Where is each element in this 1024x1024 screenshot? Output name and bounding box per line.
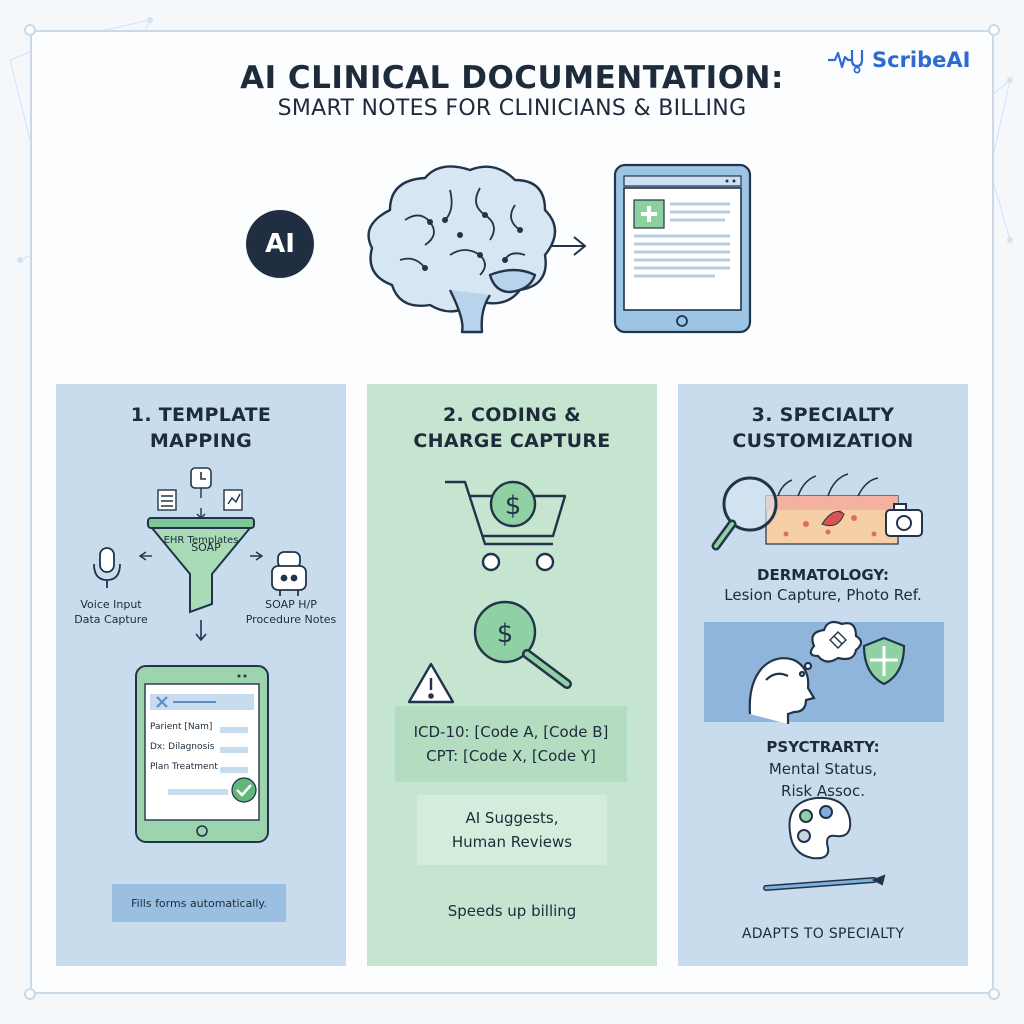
soap-hp-caption: SOAP H/P: [265, 598, 317, 611]
human-review-box: AI Suggests, Human Reviews: [417, 795, 607, 865]
psychiatry-heading: PSYCTRARTY:: [766, 738, 880, 756]
svg-text:$: $: [505, 491, 522, 521]
main-title: AI CLINICAL DOCUMENTATION:: [240, 60, 784, 96]
form-row-patient: Parient [Nam]: [150, 722, 213, 732]
dermatology-heading: DERMATOLOGY:: [757, 566, 889, 584]
panel-title: 3. SPECIALTY CUSTOMIZATION: [678, 402, 968, 454]
panel-title-line: 1. TEMPLATE: [130, 404, 272, 426]
frame-corner-dot: [24, 24, 36, 36]
voice-input-caption: Voice Input: [80, 598, 142, 611]
panel-template-mapping: 1. TEMPLATE MAPPING: [56, 384, 346, 966]
fills-forms-note: Fills forms automatically.: [112, 884, 286, 922]
soap-label: SOAP: [191, 541, 221, 554]
panel-coding-charge-capture: 2. CODING & CHARGE CAPTURE $ $ ICD-10: […: [367, 384, 657, 966]
folder-chart-icon: [223, 489, 243, 511]
adapts-to-specialty: ADAPTS TO SPECIALTY: [741, 926, 905, 942]
form-tablet-icon: [135, 665, 269, 843]
human-reviews-text: Human Reviews: [451, 833, 573, 851]
funnel-label: EHR Templates: [163, 535, 239, 546]
frame-corner-dot: [988, 24, 1000, 36]
panel-title-line: 3. SPECIALTY: [751, 404, 895, 426]
panel-title: 2. CODING & CHARGE CAPTURE: [367, 402, 657, 454]
tablet-document-icon: [613, 163, 752, 334]
camera-icon: [885, 503, 923, 537]
svg-text:$: $: [497, 619, 514, 649]
hero-illustration: [367, 163, 752, 334]
template-mapping-illustration: [93, 467, 307, 843]
heartbeat-stethoscope-icon: [828, 50, 864, 74]
form-row-diagnosis: Dx: Dilagnosis: [150, 742, 215, 752]
code-suggestions-box: ICD-10: [Code A, [Code B] CPT: [Code X, …: [395, 706, 627, 782]
panel-title-line: MAPPING: [149, 430, 253, 452]
specialty-illustration: [711, 473, 923, 891]
icd10-codes: ICD-10: [Code A, [Code B]: [413, 723, 609, 741]
dermatology-detail: Lesion Capture, Photo Ref.: [724, 586, 922, 604]
funnel-icon: [147, 517, 255, 614]
psychiatry-detail-2: Risk Assoc.: [781, 782, 865, 800]
ai-badge: AI: [246, 210, 314, 278]
assistant-robot-icon: [271, 551, 307, 596]
ai-suggests-text: AI Suggests,: [465, 809, 559, 827]
arrow-right-icon: [552, 236, 587, 256]
dollar-search-icon: $: [473, 600, 572, 689]
data-capture-caption: Data Capture: [74, 613, 148, 626]
panel-title: 1. TEMPLATE MAPPING: [56, 402, 346, 454]
frame-corner-dot: [988, 988, 1000, 1000]
warning-icon: [407, 662, 455, 704]
frame-corner-dot: [24, 988, 36, 1000]
shield-icon: [862, 636, 906, 686]
microphone-icon: [93, 547, 121, 588]
clock-icon: [190, 467, 212, 489]
shopping-cart-dollar-icon: $: [445, 480, 567, 572]
skin-magnifier-icon: [711, 473, 899, 551]
procedure-notes-caption: Procedure Notes: [245, 613, 337, 626]
coding-illustration: $ $: [407, 480, 572, 704]
palette-icon: [763, 796, 886, 891]
brain-icon: [367, 165, 557, 334]
form-row-plan: Plan Treatment: [150, 762, 218, 772]
main-subtitle: SMART NOTES FOR CLINICIANS & BILLING: [277, 96, 747, 121]
document-grid-icon: [157, 489, 177, 511]
panel-title-line: 2. CODING &: [443, 404, 581, 426]
brand-name: ScribeAI: [872, 48, 971, 72]
cpt-codes: CPT: [Code X, [Code Y]: [426, 747, 596, 765]
brand-logo: ScribeAI: [826, 44, 986, 76]
panel-specialty-customization: 3. SPECIALTY CUSTOMIZATION: [678, 384, 968, 966]
psychiatry-detail-1: Mental Status,: [768, 760, 878, 778]
head-thought-icon: [748, 620, 863, 724]
speeds-up-billing: Speeds up billing: [447, 902, 577, 920]
panel-title-line: CUSTOMIZATION: [732, 430, 914, 452]
panel-title-line: CHARGE CAPTURE: [413, 430, 611, 452]
